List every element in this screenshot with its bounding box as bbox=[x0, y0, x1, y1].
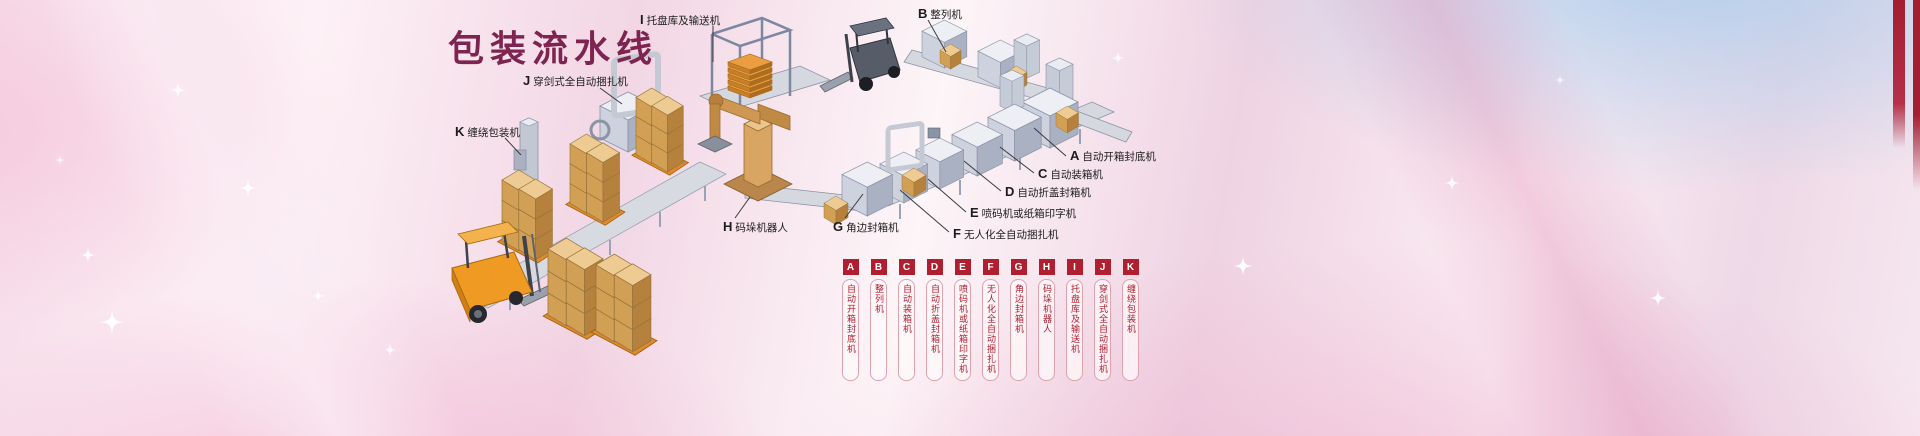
legend-label: 喷码机或纸箱印字机 bbox=[958, 284, 968, 374]
legend-badge: C bbox=[898, 259, 915, 275]
callout-label: 缠绕包装机 bbox=[467, 127, 520, 139]
legend-bar: 托盘库及输送机 bbox=[1066, 279, 1083, 381]
legend-item-h: H 码垛机器人 bbox=[1038, 259, 1055, 381]
callout-letter: J bbox=[523, 73, 531, 88]
legend-badge: E bbox=[954, 259, 971, 275]
legend-item-b: B 整列机 bbox=[870, 259, 887, 381]
legend: A 自动开箱封底机 B 整列机 C 自动装箱机 D 自动折盖封箱机 E 喷码机或… bbox=[842, 259, 1139, 381]
callout-label: 码垛机器人 bbox=[735, 222, 788, 234]
legend-bar: 缠绕包装机 bbox=[1122, 279, 1139, 381]
legend-bar: 穿剑式全自动捆扎机 bbox=[1094, 279, 1111, 381]
pallet-stack bbox=[632, 88, 689, 175]
callout-label: 托盘库及输送机 bbox=[646, 15, 721, 27]
callout-letter: H bbox=[723, 219, 733, 234]
right-edge-red-bar bbox=[1913, 0, 1920, 190]
callout-letter: K bbox=[455, 124, 465, 139]
legend-badge: G bbox=[1010, 259, 1027, 275]
legend-item-f: F 无人化全自动捆扎机 bbox=[982, 259, 999, 381]
legend-badge: B bbox=[870, 259, 887, 275]
machine-b-aligner bbox=[903, 19, 1063, 105]
legend-item-c: C 自动装箱机 bbox=[898, 259, 915, 381]
legend-label: 缠绕包装机 bbox=[1126, 284, 1136, 334]
callout-letter: I bbox=[640, 12, 644, 27]
callout-letter: F bbox=[953, 226, 961, 241]
callout-letter: E bbox=[970, 205, 979, 220]
legend-item-e: E 喷码机或纸箱印字机 bbox=[954, 259, 971, 381]
callout-label: 自动开箱封底机 bbox=[1082, 151, 1156, 163]
callout-label: 自动折盖封箱机 bbox=[1017, 187, 1091, 199]
callout-label: 穿剑式全自动捆扎机 bbox=[533, 76, 628, 88]
legend-bar: 整列机 bbox=[870, 279, 887, 381]
legend-item-k: K 缠绕包装机 bbox=[1122, 259, 1139, 381]
legend-label: 无人化全自动捆扎机 bbox=[986, 284, 996, 374]
legend-bar: 喷码机或纸箱印字机 bbox=[954, 279, 971, 381]
machine-e-inkjet-printer bbox=[915, 127, 964, 190]
legend-item-g: G 角边封箱机 bbox=[1010, 259, 1027, 381]
legend-label: 托盘库及输送机 bbox=[1070, 284, 1080, 354]
legend-bar: 角边封箱机 bbox=[1010, 279, 1027, 381]
callout-label: 无人化全自动捆扎机 bbox=[963, 229, 1059, 241]
robot-h-palletizer bbox=[697, 93, 793, 202]
forklift bbox=[819, 17, 901, 93]
banner-title: 包装流水线 bbox=[448, 29, 659, 70]
legend-item-j: J 穿剑式全自动捆扎机 bbox=[1094, 259, 1111, 381]
legend-badge: I bbox=[1066, 259, 1083, 275]
legend-bar: 码垛机器人 bbox=[1038, 279, 1055, 381]
legend-label: 整列机 bbox=[874, 284, 884, 314]
callout-label: 整列机 bbox=[930, 9, 962, 21]
pallet-stack bbox=[543, 238, 657, 355]
legend-badge: H bbox=[1038, 259, 1055, 275]
callout-letter: C bbox=[1038, 166, 1048, 181]
legend-label: 自动折盖封箱机 bbox=[930, 284, 940, 354]
legend-bar: 无人化全自动捆扎机 bbox=[982, 279, 999, 381]
legend-label: 穿剑式全自动捆扎机 bbox=[1098, 284, 1108, 374]
legend-label: 自动装箱机 bbox=[902, 284, 912, 334]
legend-bar: 自动折盖封箱机 bbox=[926, 279, 943, 381]
legend-bar: 自动开箱封底机 bbox=[842, 279, 859, 381]
callout-leader-lines bbox=[504, 19, 1067, 233]
machine-f-auto-strapper bbox=[879, 121, 928, 204]
legend-badge: A bbox=[842, 259, 859, 275]
callout-letter: A bbox=[1070, 148, 1080, 163]
legend-item-d: D 自动折盖封箱机 bbox=[926, 259, 943, 381]
forklift bbox=[451, 221, 559, 323]
callout-letter: D bbox=[1005, 184, 1015, 199]
legend-label: 自动开箱封底机 bbox=[846, 284, 856, 354]
legend-bar: 自动装箱机 bbox=[898, 279, 915, 381]
legend-label: 角边封箱机 bbox=[1014, 284, 1024, 334]
legend-badge: F bbox=[982, 259, 999, 275]
callout-label: 角边封箱机 bbox=[846, 222, 899, 234]
callout-label: 喷码机或纸箱印字机 bbox=[981, 208, 1077, 220]
legend-badge: K bbox=[1122, 259, 1139, 275]
legend-badge: D bbox=[926, 259, 943, 275]
callout-letter: B bbox=[918, 6, 928, 21]
legend-item-i: I 托盘库及输送机 bbox=[1066, 259, 1083, 381]
right-edge-red-bar bbox=[1893, 0, 1905, 148]
callout-label: 自动装箱机 bbox=[1050, 169, 1103, 181]
machine-i-pallet-conveyor bbox=[698, 16, 832, 112]
legend-badge: J bbox=[1094, 259, 1111, 275]
callout-letter: G bbox=[833, 219, 844, 234]
pallet-stack bbox=[566, 134, 625, 225]
legend-label: 码垛机器人 bbox=[1042, 284, 1052, 334]
legend-item-a: A 自动开箱封底机 bbox=[842, 259, 859, 381]
